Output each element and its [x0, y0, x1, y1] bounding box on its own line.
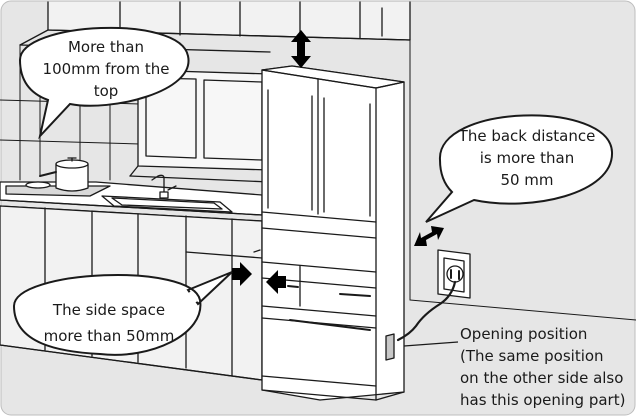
top-callout-line3: top	[74, 81, 138, 101]
side-callout-line2: more than 50mm	[24, 326, 194, 346]
top-callout-line1: More than	[54, 37, 158, 57]
back-callout-line2: is more than	[472, 148, 582, 168]
power-outlet	[438, 250, 470, 298]
back-callout-line1: The back distance	[452, 126, 602, 146]
top-callout-line2: 100mm from the	[34, 59, 178, 79]
opening-note-line2: (The same position	[460, 346, 604, 366]
opening-note-line3: on the other side also	[460, 368, 623, 388]
refrigerator	[254, 66, 404, 400]
opening-note-line4: has this opening part)	[460, 390, 625, 410]
opening-note-line1: Opening position	[460, 324, 587, 344]
back-callout-line3: 50 mm	[492, 170, 562, 190]
opening-part	[386, 334, 394, 360]
side-callout-line1: The side space	[34, 300, 184, 320]
